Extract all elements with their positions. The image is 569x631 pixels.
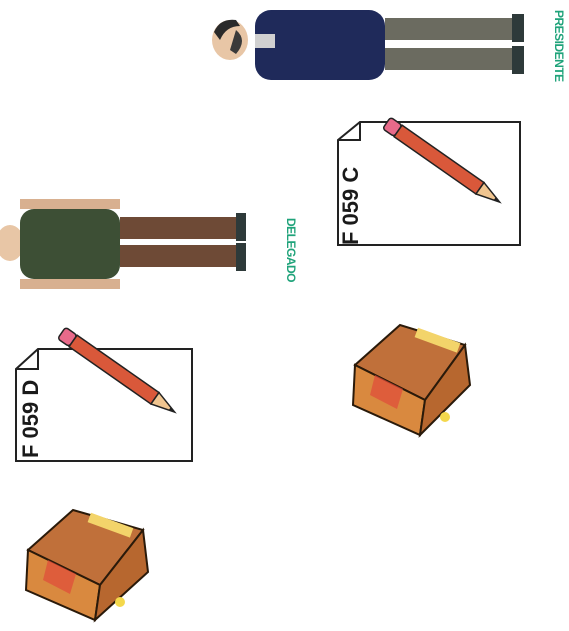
- cardboard-box-icon: [345, 305, 480, 440]
- box-right: [345, 305, 480, 440]
- pencil-icon: [365, 115, 525, 215]
- person-delegado: [0, 195, 270, 290]
- pencil-c: [365, 115, 525, 215]
- person-presidente-figure: [200, 0, 540, 90]
- cardboard-box-icon: [18, 490, 158, 625]
- delegado-label: DELEGADO: [284, 218, 298, 282]
- pencil-d: [40, 325, 200, 425]
- person-delegado-figure: [0, 195, 270, 290]
- person-presidente: [200, 0, 540, 90]
- document-c-label: F 059 C: [338, 167, 364, 245]
- presidente-label: PRESIDENTE: [552, 10, 566, 82]
- pencil-icon: [40, 325, 200, 425]
- box-left: [18, 490, 158, 625]
